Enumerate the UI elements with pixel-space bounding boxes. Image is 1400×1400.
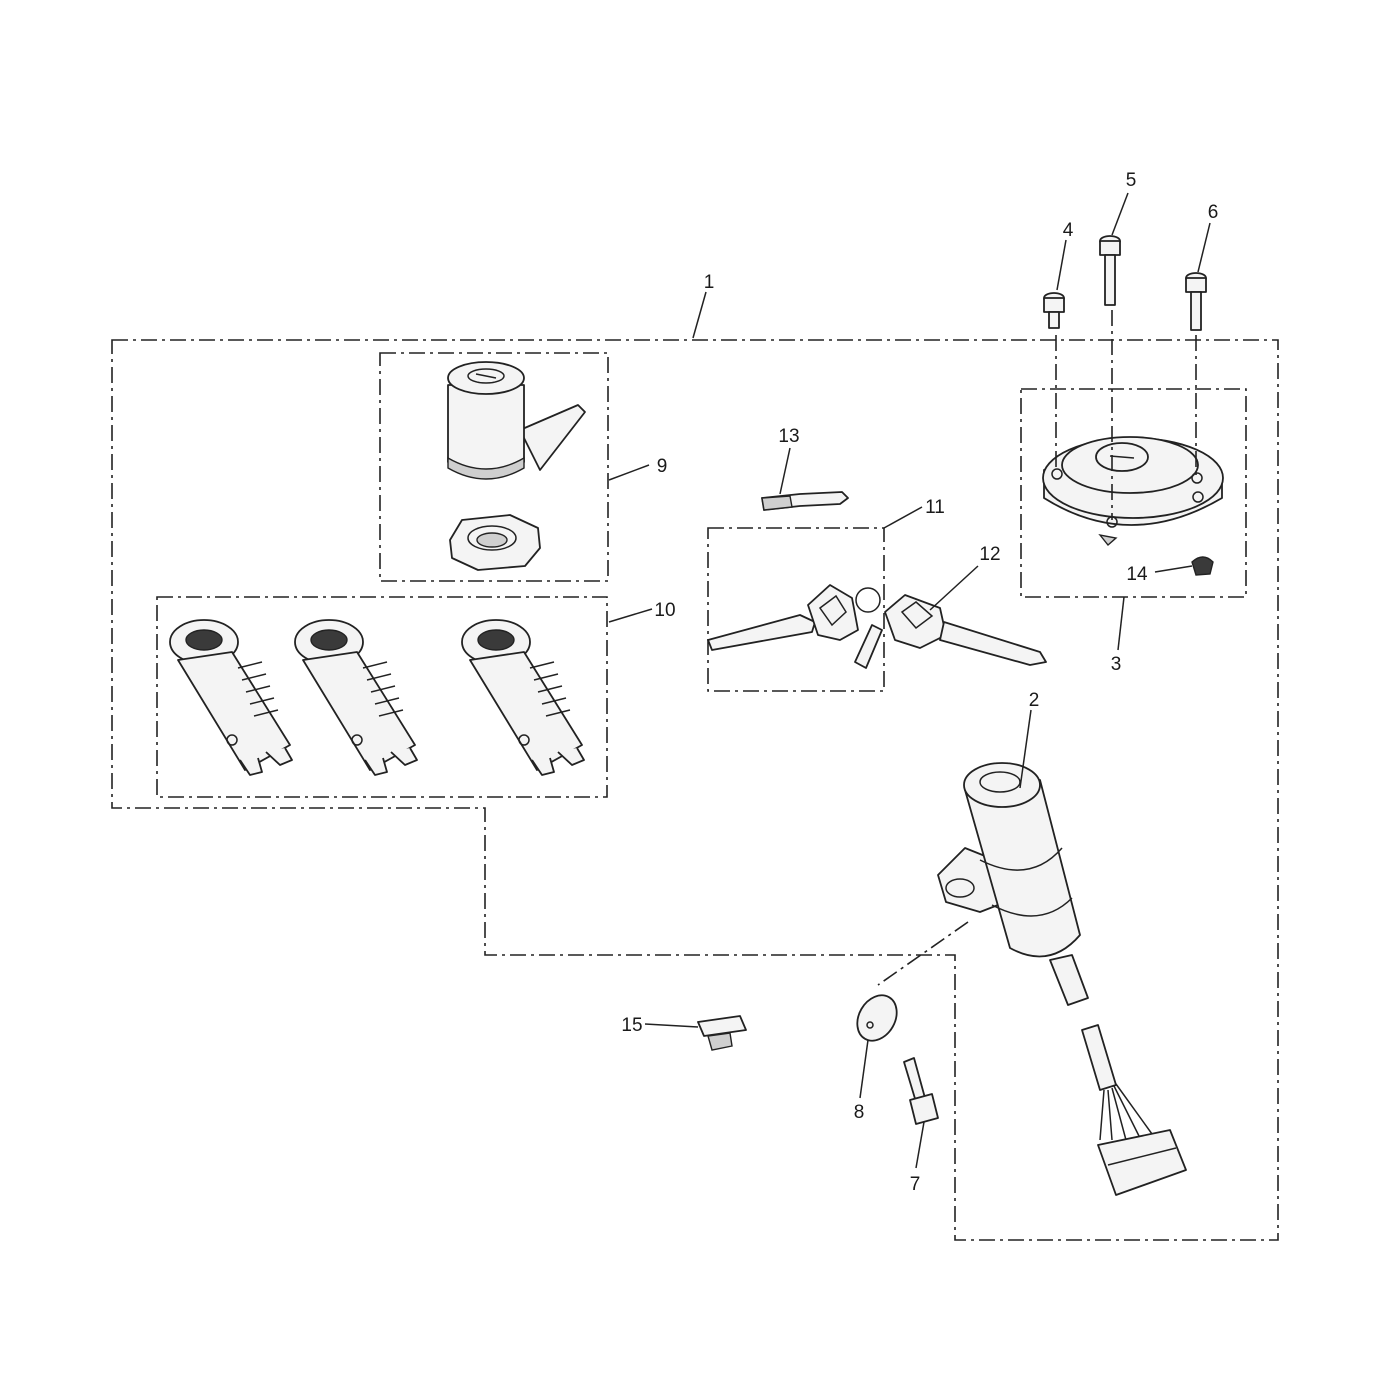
- box-3: [1020, 388, 1247, 598]
- callout-9: 9: [657, 456, 668, 477]
- callout-7: 7: [910, 1174, 921, 1195]
- part-4-bolt: [1043, 292, 1065, 329]
- part-13-key-blank: [761, 491, 849, 511]
- callout-14: 14: [1126, 564, 1148, 585]
- part-9-lock-barrel: [447, 361, 586, 571]
- callout-11: 11: [925, 497, 945, 518]
- callout-13: 13: [778, 426, 799, 447]
- part-11-12-keys: [707, 584, 1047, 669]
- part-3-filler-cap: [1042, 436, 1224, 547]
- part-8-washer: [856, 994, 898, 1042]
- callout-3: 3: [1111, 654, 1122, 675]
- callout-15: 15: [621, 1015, 642, 1036]
- kit-outline-1: [111, 339, 1279, 1241]
- box-9: [379, 352, 609, 582]
- callout-6: 6: [1208, 202, 1219, 223]
- switch-fitting-line: [877, 921, 969, 986]
- part-2-ignition-switch: [937, 762, 1187, 1196]
- bolt-lines: [1055, 310, 1197, 520]
- callout-8: 8: [854, 1102, 865, 1123]
- callout-1: 1: [704, 272, 715, 293]
- leader-lines: [608, 192, 1211, 1169]
- part-6-bolt: [1185, 272, 1207, 331]
- callout-12: 12: [979, 544, 1000, 565]
- box-10: [156, 596, 608, 798]
- callout-4: 4: [1063, 220, 1074, 241]
- callout-10: 10: [654, 600, 675, 621]
- callout-2: 2: [1029, 690, 1040, 711]
- callout-5: 5: [1126, 170, 1137, 191]
- part-5-bolt: [1099, 235, 1121, 306]
- part-15-clip: [697, 1015, 747, 1051]
- box-11: [707, 527, 885, 692]
- part-10-lock-cylinders: [169, 619, 585, 776]
- part-7-shear-bolt: [903, 1057, 939, 1125]
- part-14-screw: [1191, 556, 1214, 576]
